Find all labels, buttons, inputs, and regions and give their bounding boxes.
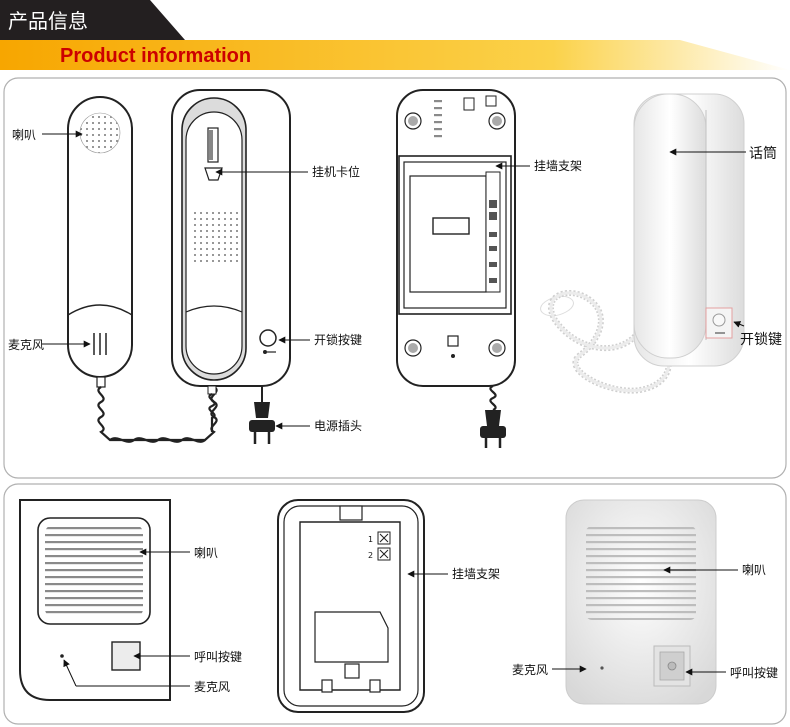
indoor-unit-back-drawing [396, 89, 516, 448]
header-banner: 产品信息 Product information [0, 0, 790, 70]
label-outdoor-speaker: 喇叭 [194, 545, 218, 560]
label-handset-microphone: 麦克风 [8, 338, 44, 352]
indoor-unit-photo [540, 93, 745, 394]
label-handset-photo: 话筒 [749, 145, 777, 162]
outdoor-station-front-drawing [19, 499, 171, 701]
top-frame [3, 77, 787, 479]
terminal-1-label: 1 [368, 535, 373, 544]
bottom-frame [3, 483, 787, 725]
handset-drawing [67, 96, 218, 443]
label-outdoor-call-button: 呼叫按键 [194, 650, 242, 664]
label-unlock-button: 开锁按键 [314, 332, 362, 347]
label-outdoor-photo-speaker: 喇叭 [742, 562, 766, 577]
outdoor-station-back-drawing: 1 2 [277, 499, 425, 713]
label-handset-speaker: 喇叭 [12, 127, 36, 142]
banner-dark-tab [0, 0, 185, 40]
label-outdoor-photo-call-button: 呼叫按键 [730, 666, 778, 680]
label-outdoor-photo-microphone: 麦克风 [512, 663, 548, 677]
callout-lines [42, 130, 746, 687]
banner-yellow-strip [0, 40, 790, 70]
header-title-en: Product information [60, 45, 251, 67]
indoor-unit-front-drawing [171, 89, 291, 444]
label-wall-bracket-outdoor: 挂墙支架 [452, 567, 500, 581]
terminal-2-label: 2 [368, 551, 373, 560]
label-hook: 挂机卡位 [312, 164, 360, 179]
header-title-cn: 产品信息 [8, 9, 88, 33]
label-outdoor-microphone: 麦克风 [194, 680, 230, 694]
label-unlock-key-photo: 开锁键 [740, 332, 782, 348]
label-wall-bracket-indoor: 挂墙支架 [534, 159, 582, 173]
label-power-plug: 电源插头 [314, 419, 362, 433]
outdoor-station-photo [565, 499, 717, 705]
